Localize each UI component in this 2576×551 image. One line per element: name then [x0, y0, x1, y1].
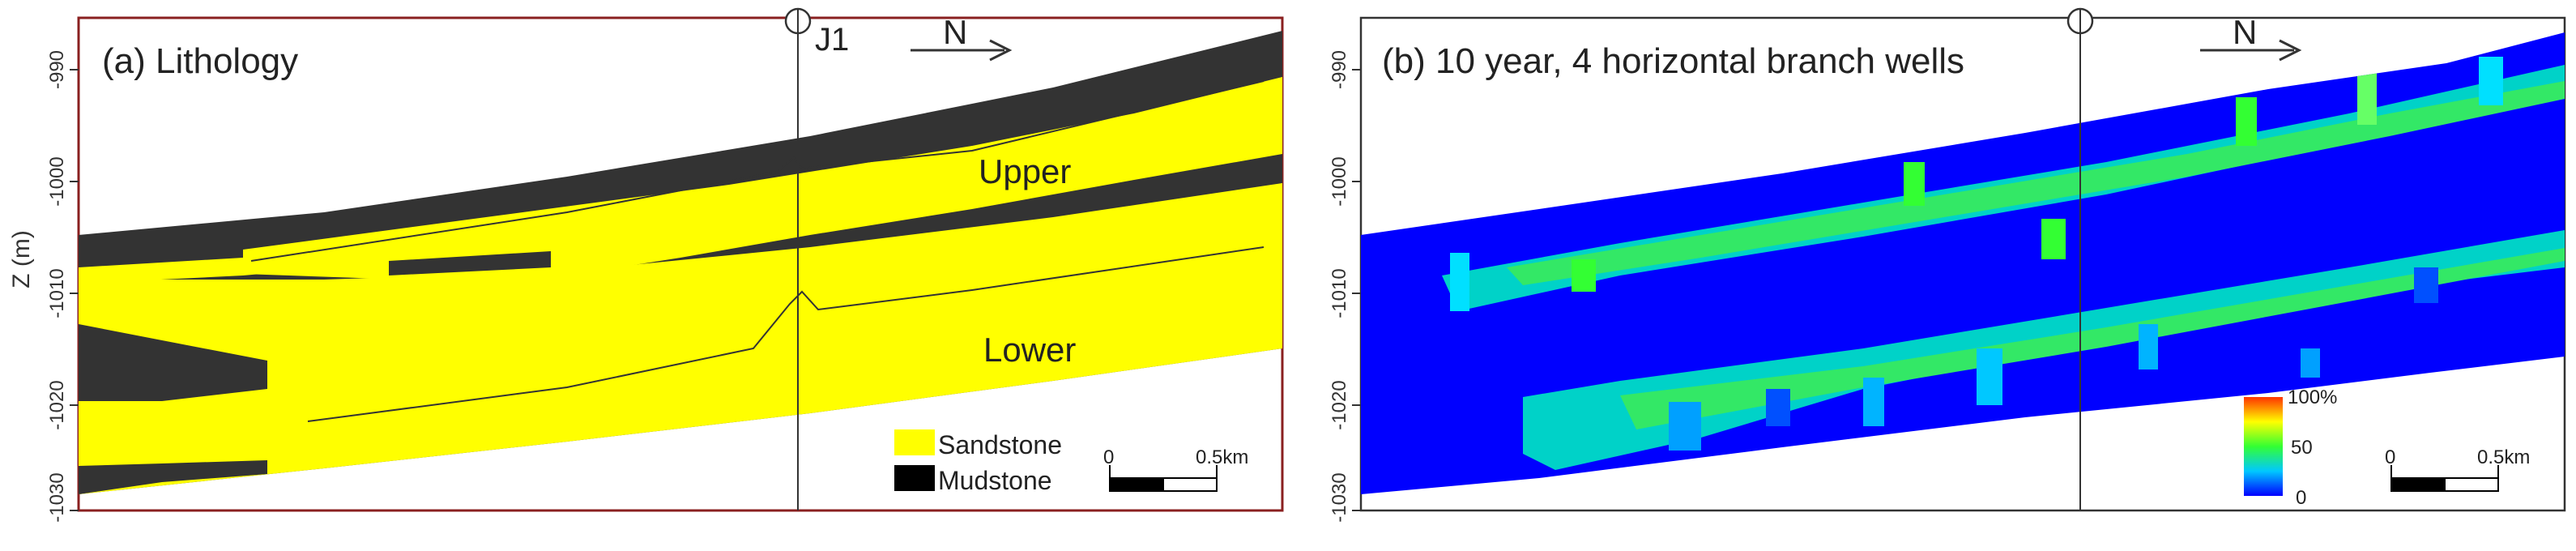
panel-a: J1 N (a) Lithology Upper Lower Sandstone… [46, 7, 1284, 523]
panel-b-title: (b) 10 year, 4 horizontal branch wells [1382, 41, 1964, 81]
upper-sandstone [243, 77, 1282, 280]
y-axis-label: Z (m) [8, 230, 35, 288]
north-arrow-icon-b [2200, 39, 2302, 62]
y-tick-label: -1020 [1329, 380, 1350, 429]
y-tick-label: -1010 [1329, 268, 1350, 318]
upper-branch-well [250, 80, 1265, 262]
saturation-colorbar: 100% 50 0 [2244, 387, 2337, 509]
scale-bar-start-b: 0 [2385, 446, 2395, 468]
scale-bar-start-a: 0 [1103, 446, 1114, 468]
y-tick-label: -1010 [46, 268, 68, 318]
colorbar-mid-label: 50 [2291, 437, 2313, 459]
saturation-patches [1450, 57, 2503, 451]
y-tick-label: -1000 [1329, 156, 1350, 206]
upper-swept-highlight [1507, 81, 2565, 285]
colorbar-min-label: 0 [2296, 487, 2306, 509]
y-tick-label: -1000 [46, 156, 68, 206]
colorbar-max-label: 100% [2288, 387, 2337, 408]
legend-swatch-mudstone [894, 465, 935, 491]
legend-swatch-sandstone [894, 429, 935, 455]
panel-b: N (b) 10 year, 4 horizontal branch wells… [1329, 7, 2566, 523]
panel-b-y-axis: -990 -1000 -1010 -1020 -1030 [1329, 50, 1361, 523]
scale-bar-end-b: 0.5km [2477, 446, 2530, 468]
lithology-section [79, 18, 1282, 510]
y-tick-label: -1030 [46, 472, 68, 522]
zone-upper-label: Upper [979, 152, 1071, 190]
north-label-b: N [2233, 13, 2257, 51]
panel-a-title: (a) Lithology [102, 41, 298, 81]
mudstone-lens [389, 251, 551, 276]
y-tick-label: -990 [1329, 50, 1350, 89]
y-tick-label: -990 [46, 50, 68, 89]
panel-a-y-axis: -990 -1000 -1010 -1020 -1030 [46, 50, 79, 523]
lower-branch-well [307, 246, 1265, 422]
lower-swept-highlight [1620, 248, 2565, 429]
base-mudstone [79, 460, 267, 494]
upper-sandstone-finger [79, 243, 405, 284]
legend-label-sandstone: Sandstone [938, 430, 1062, 459]
zone-lower-label: Lower [983, 331, 1076, 369]
well-j1-label: J1 [815, 22, 849, 58]
y-tick-label: -1020 [46, 380, 68, 429]
north-arrow-icon [911, 39, 1013, 62]
lithology-legend: Sandstone Mudstone [894, 429, 1062, 495]
legend-label-mudstone: Mudstone [938, 466, 1052, 495]
scale-bar-end-a: 0.5km [1196, 446, 1248, 468]
y-tick-label: -1030 [1329, 472, 1350, 522]
scale-bar-a: 0 0.5km [1103, 446, 1248, 492]
north-label: N [943, 13, 967, 51]
lower-sandstone [79, 183, 1282, 494]
scale-bar-b: 0 0.5km [2385, 446, 2530, 492]
